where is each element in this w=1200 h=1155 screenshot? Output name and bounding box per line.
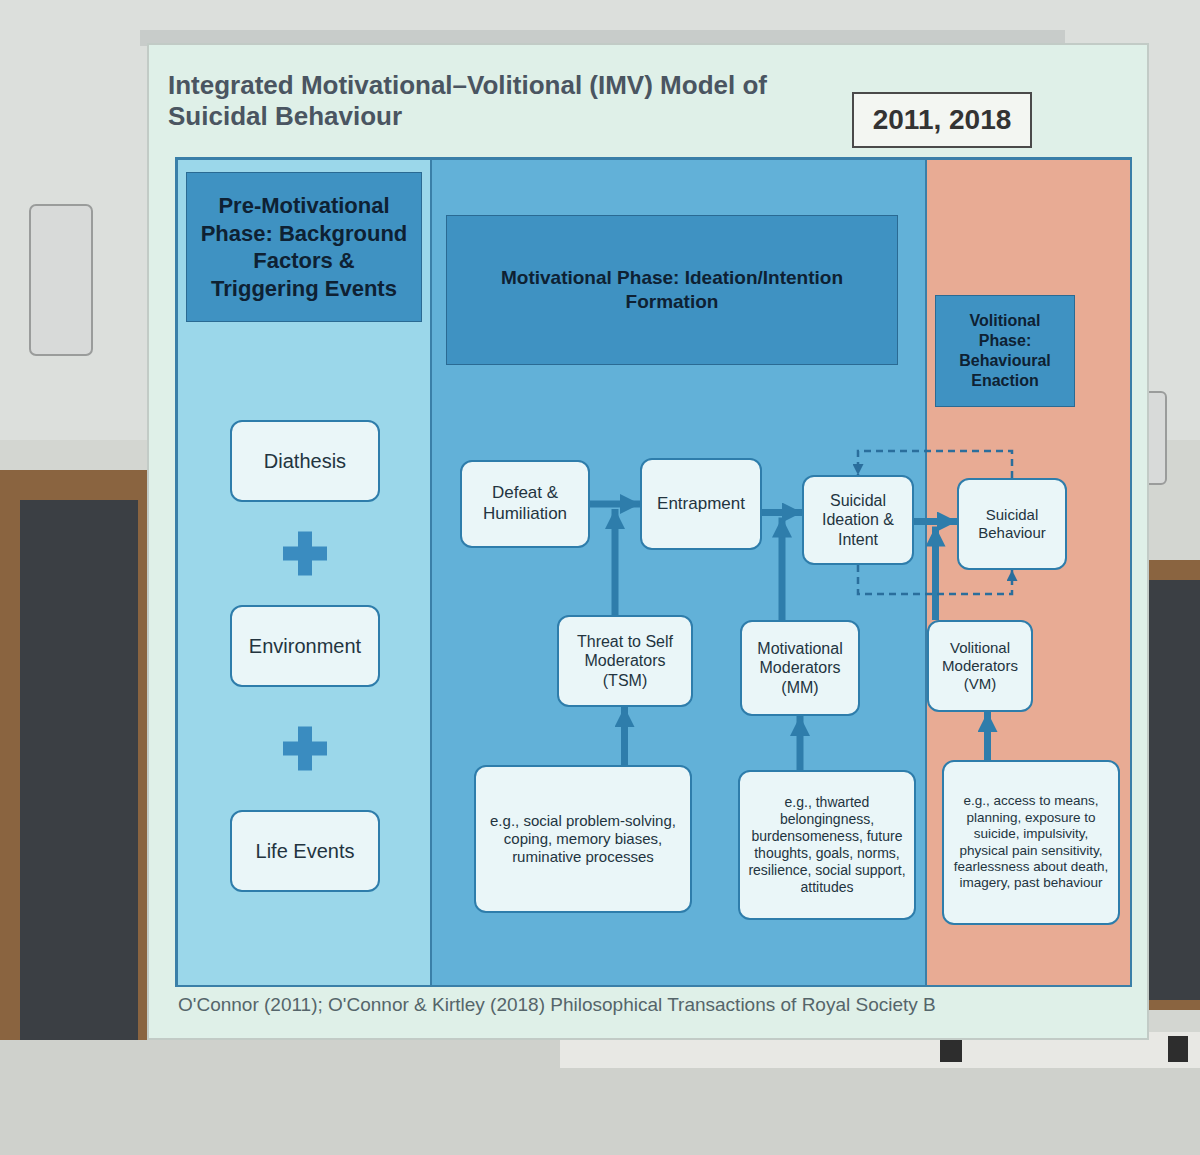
diagram-frame <box>175 157 1132 987</box>
box-label: Life Events <box>240 839 370 863</box>
year-box: 2011, 2018 <box>852 92 1032 148</box>
window-frame <box>0 470 150 1070</box>
example-box: e.g., access to means, planning, exposur… <box>942 760 1120 925</box>
process-box: Suicidal Behaviour <box>957 478 1067 570</box>
projection-screen <box>148 44 1148 1039</box>
example-box: e.g., social problem-solving, coping, me… <box>474 765 692 913</box>
diagram-title: Integrated Motivational–Volitional (IMV)… <box>168 70 848 132</box>
box-label: e.g., access to means, planning, exposur… <box>952 793 1110 892</box>
socket <box>1168 1036 1188 1062</box>
box-label: 2011, 2018 <box>864 104 1020 136</box>
caption: O'Connor (2011); O'Connor & Kirtley (201… <box>178 993 1128 1017</box>
box-label: e.g., thwarted belongingness, burdensome… <box>748 794 906 896</box>
process-box: Entrapment <box>640 458 762 550</box>
moderator-box: Threat to Self Moderators (TSM) <box>557 615 693 707</box>
box-label: Entrapment <box>650 494 752 515</box>
phase-heading: Pre-Motivational Phase: Background Facto… <box>186 172 422 322</box>
phase-heading: Volitional Phase: Behavioural Enaction <box>935 295 1075 407</box>
box-label: Suicidal Ideation & Intent <box>812 491 904 550</box>
moderator-box: Volitional Moderators (VM) <box>927 620 1033 712</box>
phase-panel: Motivational Phase: Ideation/Intention F… <box>432 160 925 985</box>
factor-box: Diathesis <box>230 420 380 502</box>
box-label: Motivational Moderators (MM) <box>750 639 850 698</box>
window-glass <box>20 500 138 1060</box>
phase-panel: Pre-Motivational Phase: Background Facto… <box>178 160 430 985</box>
box-label: Defeat & Humiliation <box>470 483 580 524</box>
factor-box: Life Events <box>230 810 380 892</box>
phase-panel: Volitional Phase: Behavioural EnactionSu… <box>927 160 1130 985</box>
box-label: Suicidal Behaviour <box>967 506 1057 543</box>
box-label: Volitional Moderators (VM) <box>937 639 1023 694</box>
example-box: e.g., thwarted belongingness, burdensome… <box>738 770 916 920</box>
box-label: Diathesis <box>240 449 370 473</box>
moderator-box: Motivational Moderators (MM) <box>740 620 860 716</box>
process-box: Defeat & Humiliation <box>460 460 590 548</box>
process-box: Suicidal Ideation & Intent <box>802 475 914 565</box>
box-label: Threat to Self Moderators (TSM) <box>567 632 683 691</box>
phase-heading: Motivational Phase: Ideation/Intention F… <box>446 215 898 365</box>
factor-box: Environment <box>230 605 380 687</box>
box-label: Environment <box>240 634 370 658</box>
box-label: e.g., social problem-solving, coping, me… <box>484 812 682 867</box>
speaker <box>30 205 92 355</box>
